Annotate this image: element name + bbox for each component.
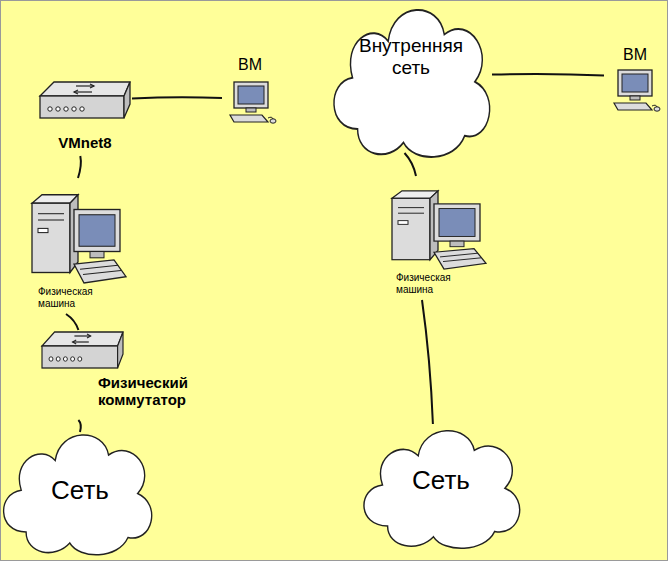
node-label: Сеть <box>10 476 150 506</box>
network-cloud: Сеть <box>360 424 522 546</box>
network-link <box>405 153 416 176</box>
node-label: VMnet8 <box>38 134 132 151</box>
node-label: Физическая машина <box>396 272 468 295</box>
network-link <box>78 420 80 432</box>
physical-machine: Физическая машина <box>28 178 128 314</box>
physical-switch: Физический коммутатор <box>40 330 200 420</box>
network-link <box>78 156 81 178</box>
node-label: Внутренняя сеть <box>340 35 482 79</box>
internal-network-cloud: Внутренняя сеть <box>330 5 492 153</box>
network-link <box>66 314 78 330</box>
node-label: Физический коммутатор <box>98 374 198 409</box>
virtual-switch: VMnet8 <box>38 76 132 156</box>
node-label: Сеть <box>368 466 514 496</box>
virtual-machine: ВМ <box>604 44 666 114</box>
physical-machine: Физическая машина <box>388 176 488 300</box>
virtual-machine: ВМ <box>222 54 278 130</box>
node-label: ВМ <box>604 46 666 64</box>
network-cloud: Сеть <box>2 432 158 556</box>
network-link <box>132 97 222 98</box>
network-link <box>492 74 604 76</box>
network-link <box>422 300 433 424</box>
node-label: Физическая машина <box>38 286 110 309</box>
node-label: ВМ <box>222 56 278 74</box>
